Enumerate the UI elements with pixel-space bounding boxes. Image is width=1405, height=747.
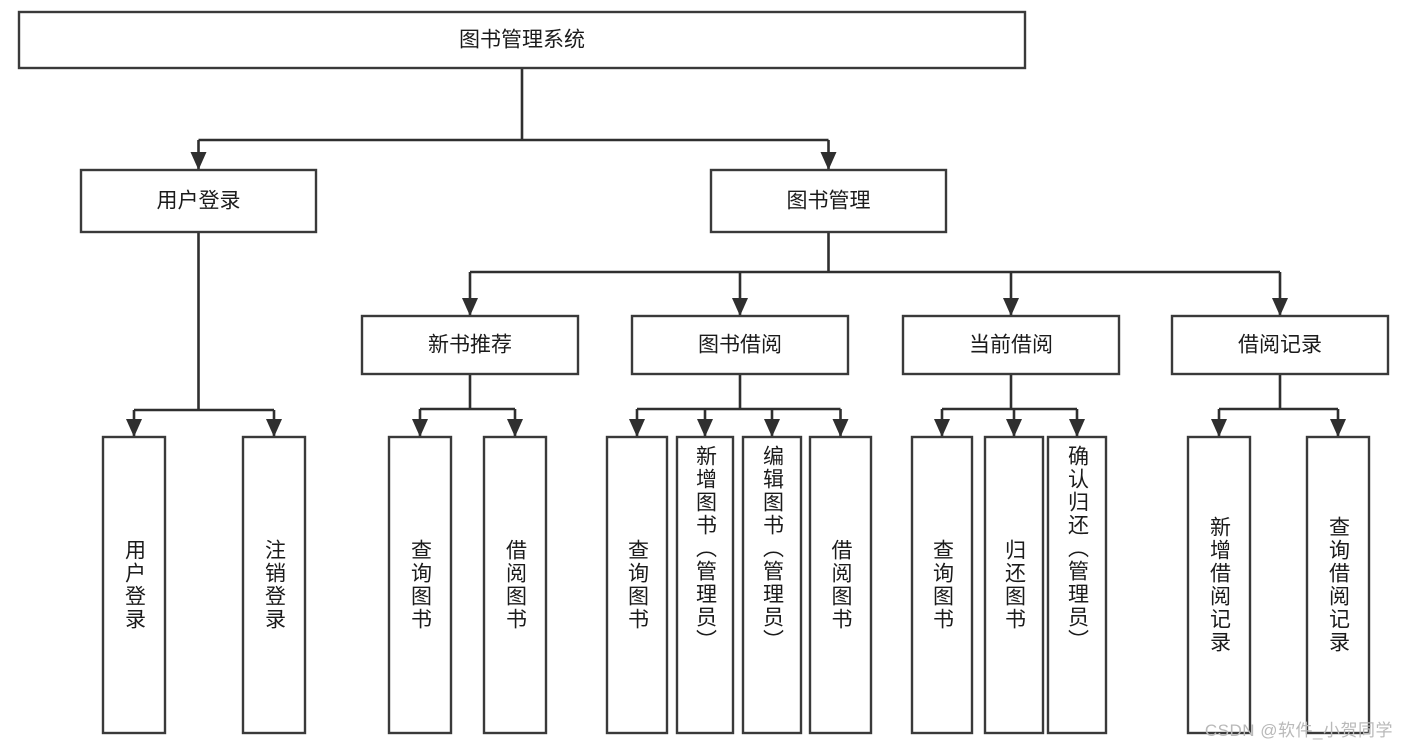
node-book-borrow-label: 图书借阅: [698, 334, 782, 357]
arrow-head-icon: [732, 298, 748, 316]
watermark-text: CSDN @软件_小贺同学: [1204, 721, 1393, 740]
node-leaf-query-book-3[interactable]: [910, 435, 974, 735]
arrow-head-icon: [462, 298, 478, 316]
node-book-borrow[interactable]: [630, 314, 850, 376]
arrow-head-icon: [820, 152, 837, 170]
arrow-head-icon: [1211, 419, 1227, 437]
node-leaf-query-record[interactable]: [1305, 435, 1371, 735]
arrow-head-icon: [1006, 419, 1022, 437]
arrow-head-icon: [1003, 298, 1019, 316]
node-leaf-query-book-1[interactable]: [387, 435, 453, 735]
node-leaf-borrow-book-2[interactable]: [808, 435, 873, 735]
arrow-head-icon: [629, 419, 645, 437]
node-root[interactable]: [17, 10, 1027, 70]
node-leaf-edit-book[interactable]: [741, 435, 803, 735]
node-leaf-add-book[interactable]: [675, 435, 735, 735]
node-new-book-rec-label: 新书推荐: [428, 334, 512, 357]
node-leaf-return-book[interactable]: [983, 435, 1045, 735]
node-borrow-record[interactable]: [1170, 314, 1390, 376]
arrow-head-icon: [190, 152, 207, 170]
arrow-head-icon: [1330, 419, 1346, 437]
node-borrow-record-label: 借阅记录: [1238, 334, 1322, 357]
arrow-head-icon: [412, 419, 428, 437]
node-leaf-query-book-2[interactable]: [605, 435, 669, 735]
node-root-label: 图书管理系统: [459, 29, 585, 52]
arrow-head-icon: [1272, 298, 1288, 316]
node-leaf-add-record[interactable]: [1186, 435, 1252, 735]
arrow-head-icon: [697, 419, 713, 437]
connectors-layer: [126, 68, 1346, 437]
node-book-manage[interactable]: [709, 168, 948, 234]
node-leaf-confirm-return[interactable]: [1046, 435, 1108, 735]
arrow-head-icon: [1069, 419, 1085, 437]
node-boxes-layer: [17, 10, 1390, 735]
arrow-head-icon: [266, 419, 282, 437]
arrow-head-icon: [507, 419, 523, 437]
arrow-head-icon: [934, 419, 950, 437]
arrow-head-icon: [764, 419, 780, 437]
node-book-manage-label: 图书管理: [787, 190, 871, 213]
node-user-login[interactable]: [79, 168, 318, 234]
node-current-borrow[interactable]: [901, 314, 1121, 376]
node-current-borrow-label: 当前借阅: [969, 334, 1053, 357]
arrow-head-icon: [126, 419, 142, 437]
node-new-book-rec[interactable]: [360, 314, 580, 376]
arrow-head-icon: [832, 419, 849, 437]
node-leaf-logout[interactable]: [241, 435, 307, 735]
node-leaf-user-login[interactable]: [101, 435, 167, 735]
node-user-login-label: 用户登录: [157, 190, 241, 213]
node-leaf-borrow-book-1[interactable]: [482, 435, 548, 735]
